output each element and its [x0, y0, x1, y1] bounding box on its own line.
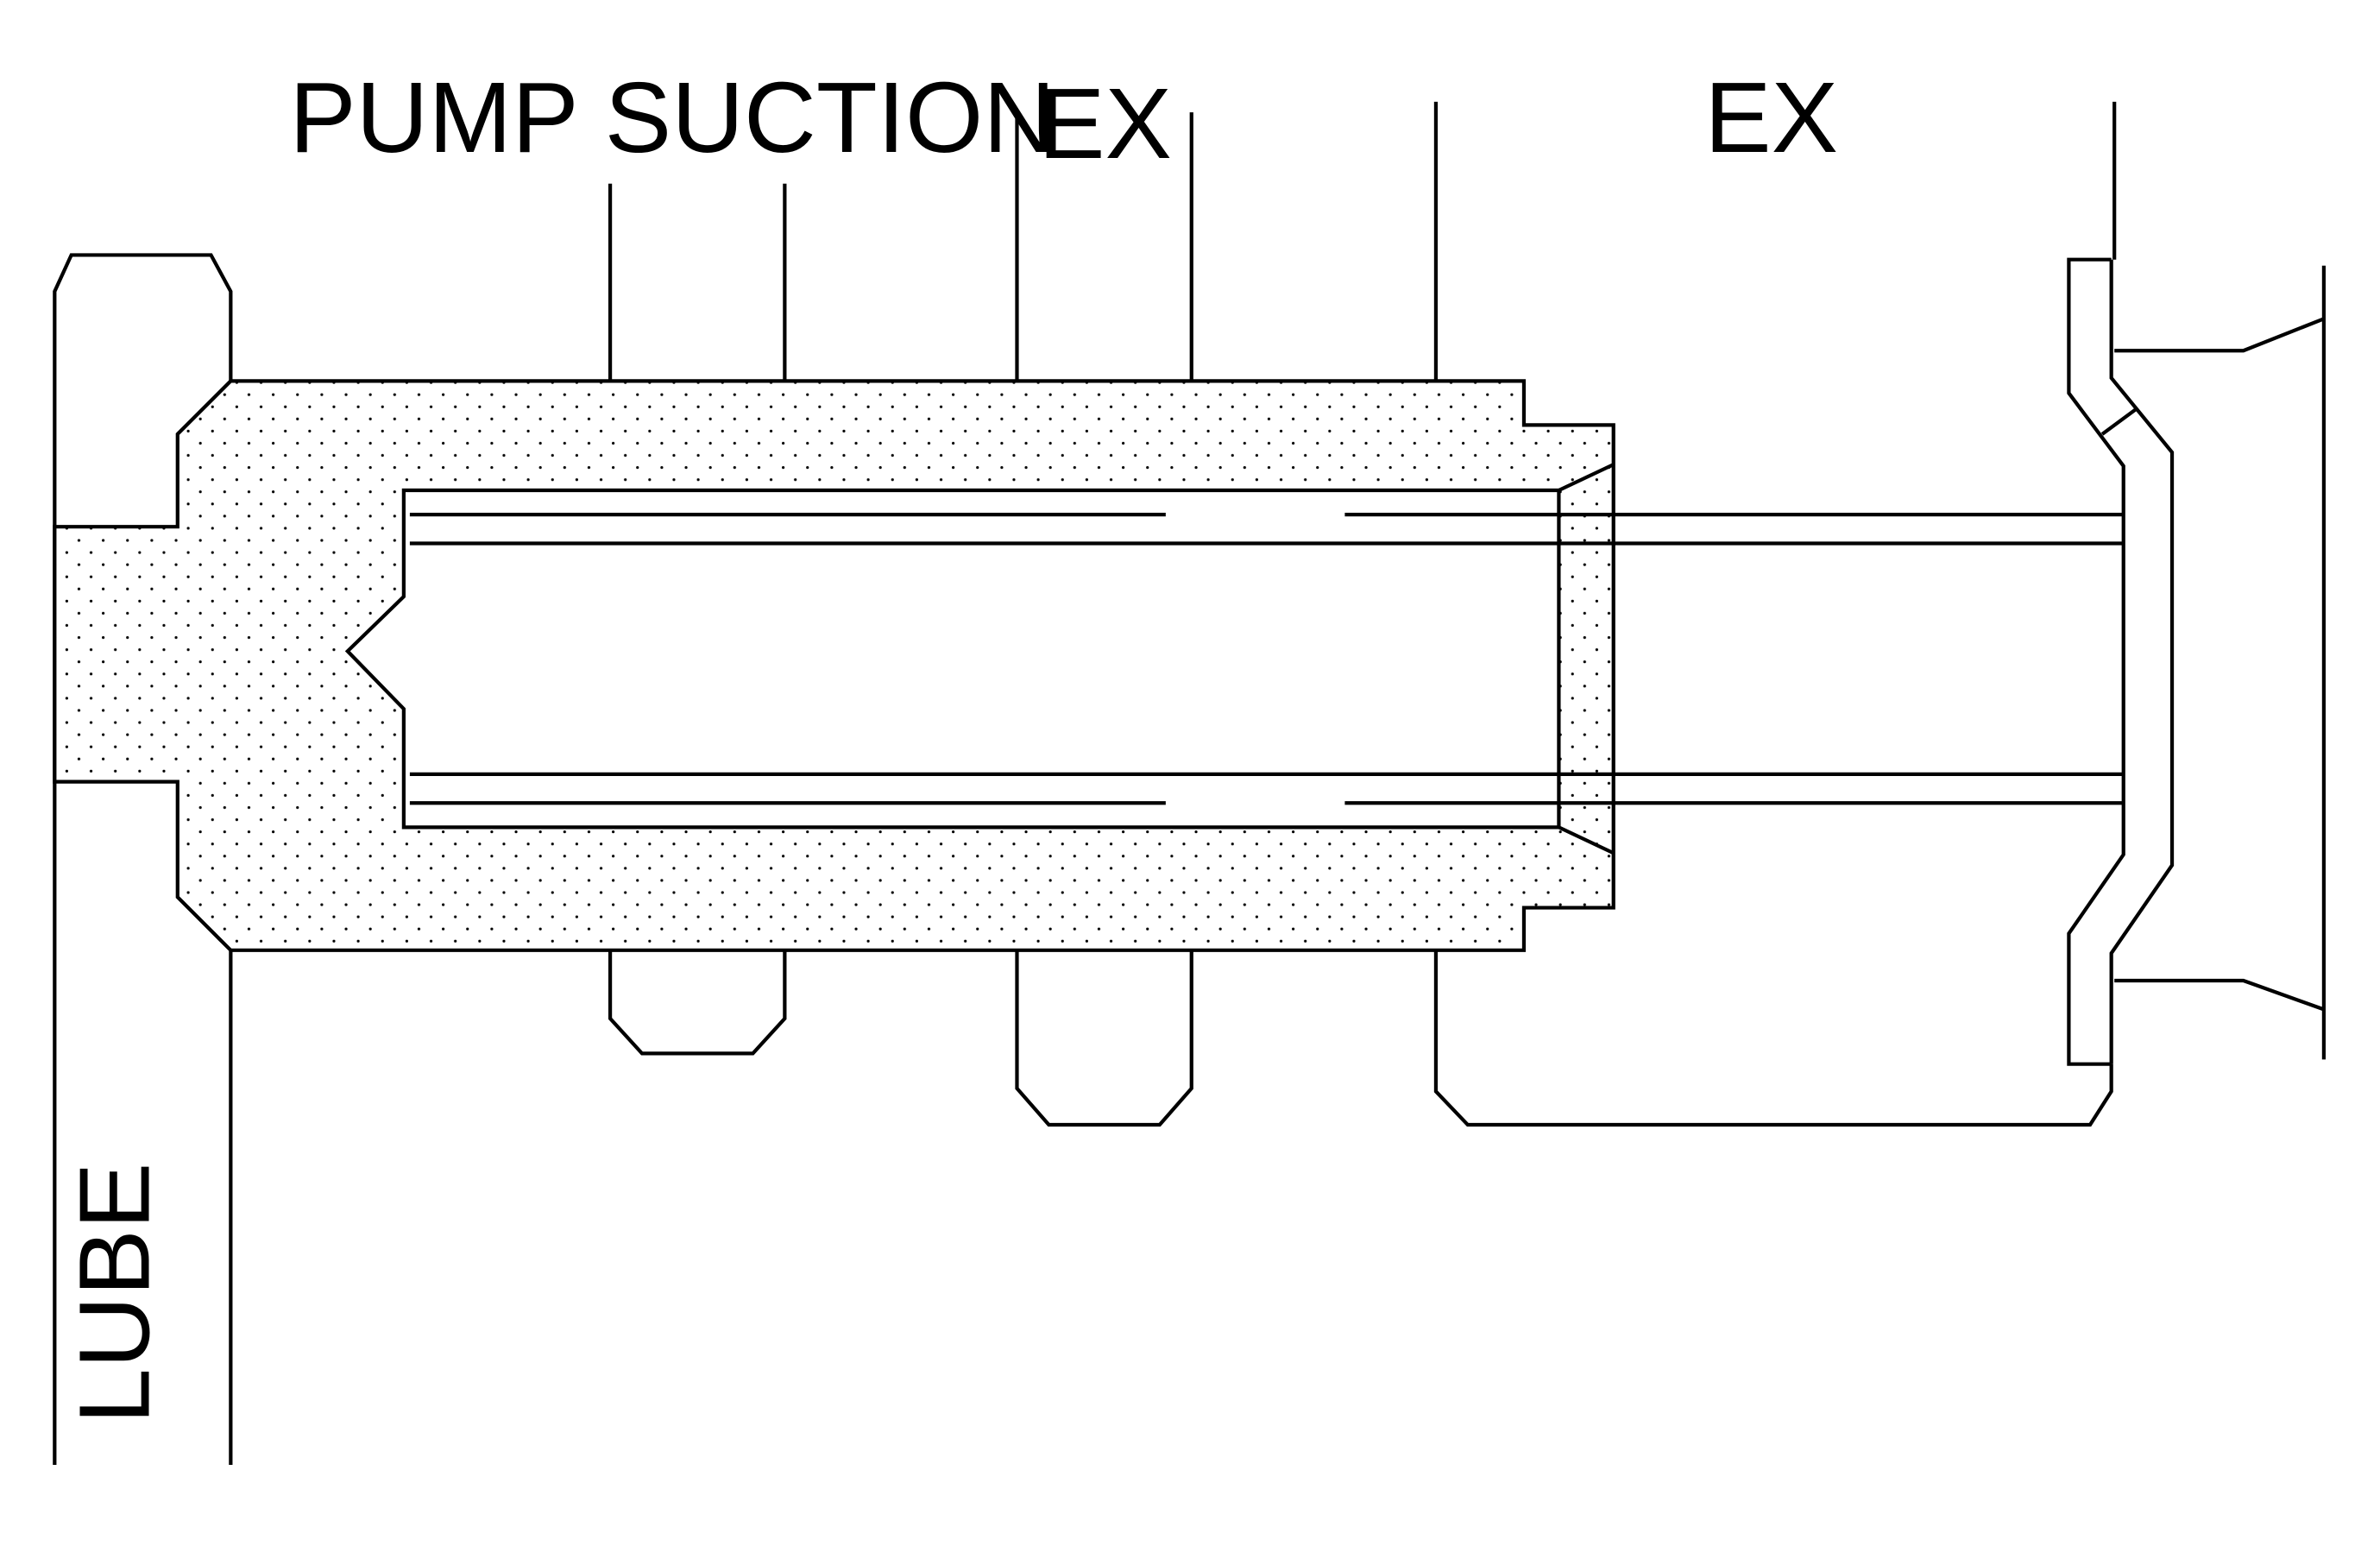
exhaust-label-1: EX — [1038, 67, 1172, 180]
port-lines-top — [608, 101, 2117, 382]
end-retainer — [2067, 257, 2326, 1066]
lube-passage — [53, 253, 233, 1465]
exhaust-label-2: EX — [1704, 61, 1838, 174]
port-pockets-bottom — [608, 950, 2113, 1127]
lube-label: LUBE — [58, 1163, 170, 1424]
spool — [409, 463, 2122, 855]
pump-suction-label: PUMP SUCTION — [289, 61, 1055, 174]
valve-body — [53, 379, 1615, 952]
